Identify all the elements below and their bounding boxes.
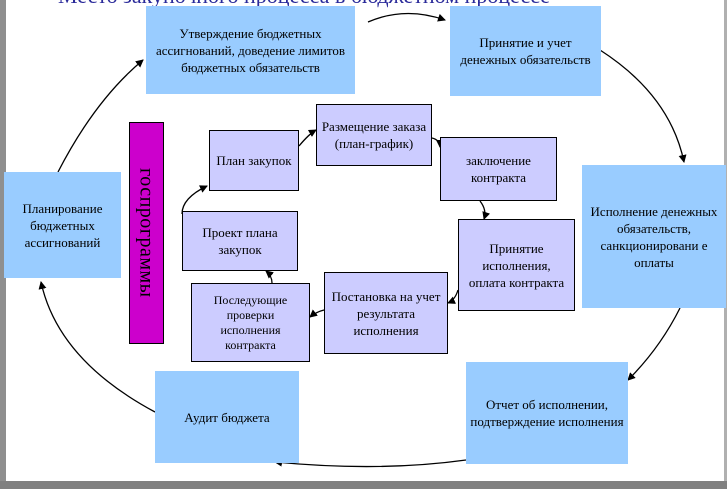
left-edge-strip [0, 0, 6, 489]
box-execution-obligations: Исполнение денежных обязательств, санкци… [582, 165, 726, 308]
box-subsequent-inspections: Последующие проверки исполнения контракт… [191, 283, 310, 362]
arrow-audit-to-planning [38, 281, 156, 413]
gosprogram-bar: госпрограммы [129, 122, 164, 344]
diagram-title: Место закупочного процесса в бюджетном п… [58, 0, 698, 9]
box-approval-budget: Утверждение бюджетных ассигнований, дове… [146, 6, 355, 94]
box-acceptance-payment: Принятие исполнения, оплата контракта [458, 219, 575, 311]
arrow-approval-to-acceptance [367, 12, 446, 23]
gosprogram-label: госпрограммы [135, 168, 158, 298]
bottom-edge-strip [0, 481, 727, 489]
arrow-acceptance-to-execution [599, 49, 687, 163]
box-draft-purchase-plan: Проект плана закупок [182, 211, 298, 271]
arrow-plan-to-placement [298, 129, 317, 147]
box-result-registration: Постановка на учет результата исполнения [324, 272, 448, 354]
arrow-registration-to-inspections [309, 309, 325, 318]
arrow-execution-to-report [627, 307, 681, 381]
arrow-draft-to-plan [181, 185, 208, 215]
box-order-placement: Размещение заказа (план-график) [316, 104, 432, 166]
arrow-inspections-to-draft [265, 270, 274, 284]
arrow-contract-to-acceptance [479, 200, 491, 220]
box-audit-budget: Аудит бюджета [155, 371, 299, 463]
box-report-execution: Отчет об исполнении, подтверждение испол… [466, 362, 628, 464]
box-acceptance-obligations: Принятие и учет денежных обязательств [450, 6, 601, 96]
box-purchase-plan: План закупок [209, 130, 299, 191]
arrow-placement-to-contract [431, 137, 444, 148]
arrow-report-to-audit [274, 458, 467, 468]
box-contract-conclusion: заключение контракта [440, 137, 557, 201]
arrow-acceptance-to-registration [447, 289, 459, 304]
arrow-planning-to-approval [57, 59, 144, 173]
box-planning-allocations: Планирование бюджетных ассигнований [4, 172, 121, 278]
